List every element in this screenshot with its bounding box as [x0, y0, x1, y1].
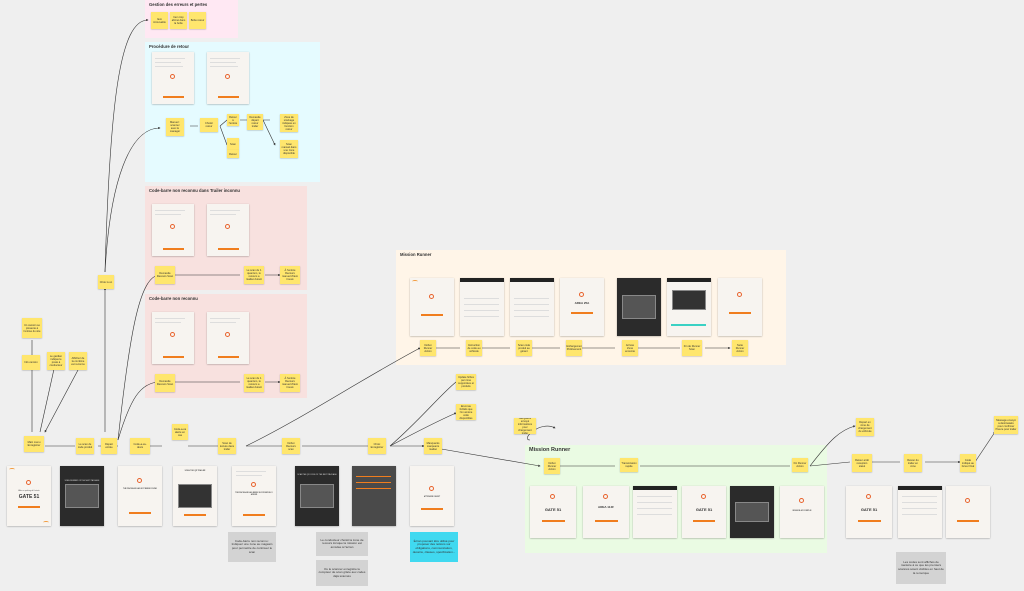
sticky-note: Item introuvable — [151, 12, 168, 29]
screen-trailer: SCAN THE QR TRAILER — [173, 466, 217, 526]
sticky-note: Scan manuel dans une zone disponible — [280, 140, 298, 158]
screen-mockup — [633, 486, 677, 538]
sticky-note: Scan de lecture dans trailer — [218, 438, 236, 454]
sticky-note: Demande Recours Scan — [155, 374, 175, 392]
sticky-note: Départ en zone de chargement du véhicule — [856, 418, 874, 436]
sticky-note: Scan — [227, 138, 239, 150]
screen-mockup — [207, 312, 249, 364]
sticky-note: Manuel : scanner avec le manager — [166, 118, 184, 136]
zone-title: Code-barre non reconnu — [149, 296, 198, 301]
sticky-note: Affichez de la combine est reconnu — [69, 352, 87, 370]
screen-mockup — [510, 278, 554, 336]
sticky-note: Choix à un — [98, 275, 114, 289]
screen-mockup — [718, 278, 762, 336]
screen-accepted: THE PACKAGE HAS BEEN SUCCESSFULLY ADDED — [232, 466, 276, 526]
sticky-note: Boîte retour — [189, 12, 206, 29]
screen-list — [352, 466, 396, 526]
sticky-note: Fin de Runner Scan — [682, 340, 702, 356]
sticky-note: Info camion — [22, 355, 40, 370]
grey-note: Le conducteur choisit la zone de recours… — [316, 532, 368, 556]
screen-scan: SCAN NUMBER OF THE NEXT PACKAGE — [60, 466, 104, 526]
zone-title: Gestion des erreurs et pertes — [149, 2, 208, 7]
sticky-note: Instruction de code au véhicule — [466, 340, 482, 356]
sticky-note: Code-a-va-devis — [130, 438, 150, 454]
screen-mockup — [152, 52, 194, 104]
sticky-note: Navigateur envoyé informations pour char… — [514, 418, 536, 434]
sticky-note: Un camion se présente à l'entrée du site — [22, 318, 42, 338]
sticky-note: Item trop abîmé dans la boîte — [170, 12, 187, 29]
sticky-note: Message envoyé à destinataire pour confi… — [994, 416, 1018, 434]
zone-title: Mission Runner — [400, 252, 432, 257]
sticky-note: À l'entrée Recours manuel d'item trouvé — [280, 266, 300, 284]
screen-gate: GATE 51 — [846, 486, 892, 538]
screen-mockup — [207, 52, 249, 104]
sticky-note: Demande départ retour trailer — [247, 114, 263, 130]
screen-area: AREA 25A — [560, 278, 604, 336]
sticky-note: Choisir retour — [200, 118, 218, 132]
sticky-note: Retour du trailer en zone — [904, 454, 922, 472]
sticky-note: Suite Runner Action — [732, 340, 748, 356]
screen-mockup — [207, 204, 249, 256]
screen-mockup — [460, 278, 504, 336]
sticky-note: Code indiqué au livreur final — [960, 454, 976, 472]
sticky-note: Scan code produit au gérant — [516, 340, 532, 356]
sticky-note: Code-a-va alerte en cas — [172, 424, 188, 440]
sticky-note: Update fiches par zone supportées et pro… — [456, 374, 476, 390]
screen-mockup — [152, 312, 194, 364]
sticky-note: Le scan de code produit — [76, 438, 94, 454]
sticky-note: Le gardien indique le poste à conducteur — [47, 352, 65, 370]
screen-area: AREA 114F — [583, 486, 629, 538]
sticky-note: Zone de stockage indiquée en fonction re… — [280, 114, 298, 132]
sticky-note: Retour à l'entrée — [227, 114, 239, 126]
screen-scan — [617, 278, 661, 336]
sticky-note: Le scan du 1 quantum, le recours a réali… — [244, 266, 264, 284]
sticky-note: Manquants marquants réalisé — [424, 438, 442, 454]
sticky-note: Début Recours scan — [282, 438, 300, 454]
sticky-note: Demande Recours Scan — [155, 266, 175, 284]
screen-mockup — [667, 278, 711, 336]
sticky-note: Envoi au forfaits que l'on amène code di… — [456, 404, 476, 420]
grey-note: Les codes sont affichés de manière à ce … — [896, 552, 946, 584]
screen-gate: GATE 51 — [530, 486, 576, 538]
sticky-note: Début Runner Action — [544, 458, 560, 474]
zone-title: Code-barre non reconnu dans Trailer inco… — [149, 188, 240, 193]
screen-gate: Aller au parking de l'entrée GATE 51 — [7, 466, 51, 526]
screen-done: MISSION ACCOMPLIE — [780, 486, 824, 538]
screen-mockup — [946, 486, 990, 538]
screen-mockup — [152, 204, 194, 256]
screen-unknown: THE PACKAGE HAS NOT BEEN FOUND — [118, 466, 162, 526]
cyan-note: Écran pouvant être utilisé pour proposer… — [410, 532, 458, 562]
screen-mockup — [898, 486, 942, 538]
sticky-note: Transmission rapide — [620, 458, 638, 472]
sticky-note: Début Runner Action — [420, 340, 436, 356]
screen-scan — [730, 486, 774, 538]
screen-attend: ATTENDRE OBJET — [410, 466, 454, 526]
screen-gate: GATE 51 — [682, 486, 726, 538]
sticky-note: Retour arrêt reception statut — [852, 454, 872, 472]
sticky-note: Fin Runner Action — [792, 458, 808, 472]
sticky-note: Choix Enregistrer — [368, 438, 386, 454]
sticky-note: Déchargement Prélèvement — [566, 340, 582, 356]
sticky-note: Arrivée d'une enceinte — [622, 340, 638, 356]
sticky-note: À l'entrée Recours manuel d'item trouvé — [280, 374, 300, 392]
sticky-note: Le scan du 1 quantum, le recours a réali… — [244, 374, 264, 392]
sticky-note: Main menu Enregistrer — [24, 436, 44, 452]
zone-title: Mission Runner — [529, 447, 571, 453]
screen-mockup — [410, 278, 454, 336]
grey-note: Code-barre non reconnu : Indiquez une zo… — [228, 532, 276, 562]
sticky-note: Retour — [227, 150, 239, 158]
sticky-note: Départ entrée — [101, 438, 117, 454]
screen-scan-qr: SCAN THE QR CODE OF THE NEXT PACKAGE — [295, 466, 339, 526]
zone-title: Procédure de retour — [149, 44, 190, 49]
grey-note: Ou le scanner enregistre le compteur de … — [316, 560, 368, 586]
